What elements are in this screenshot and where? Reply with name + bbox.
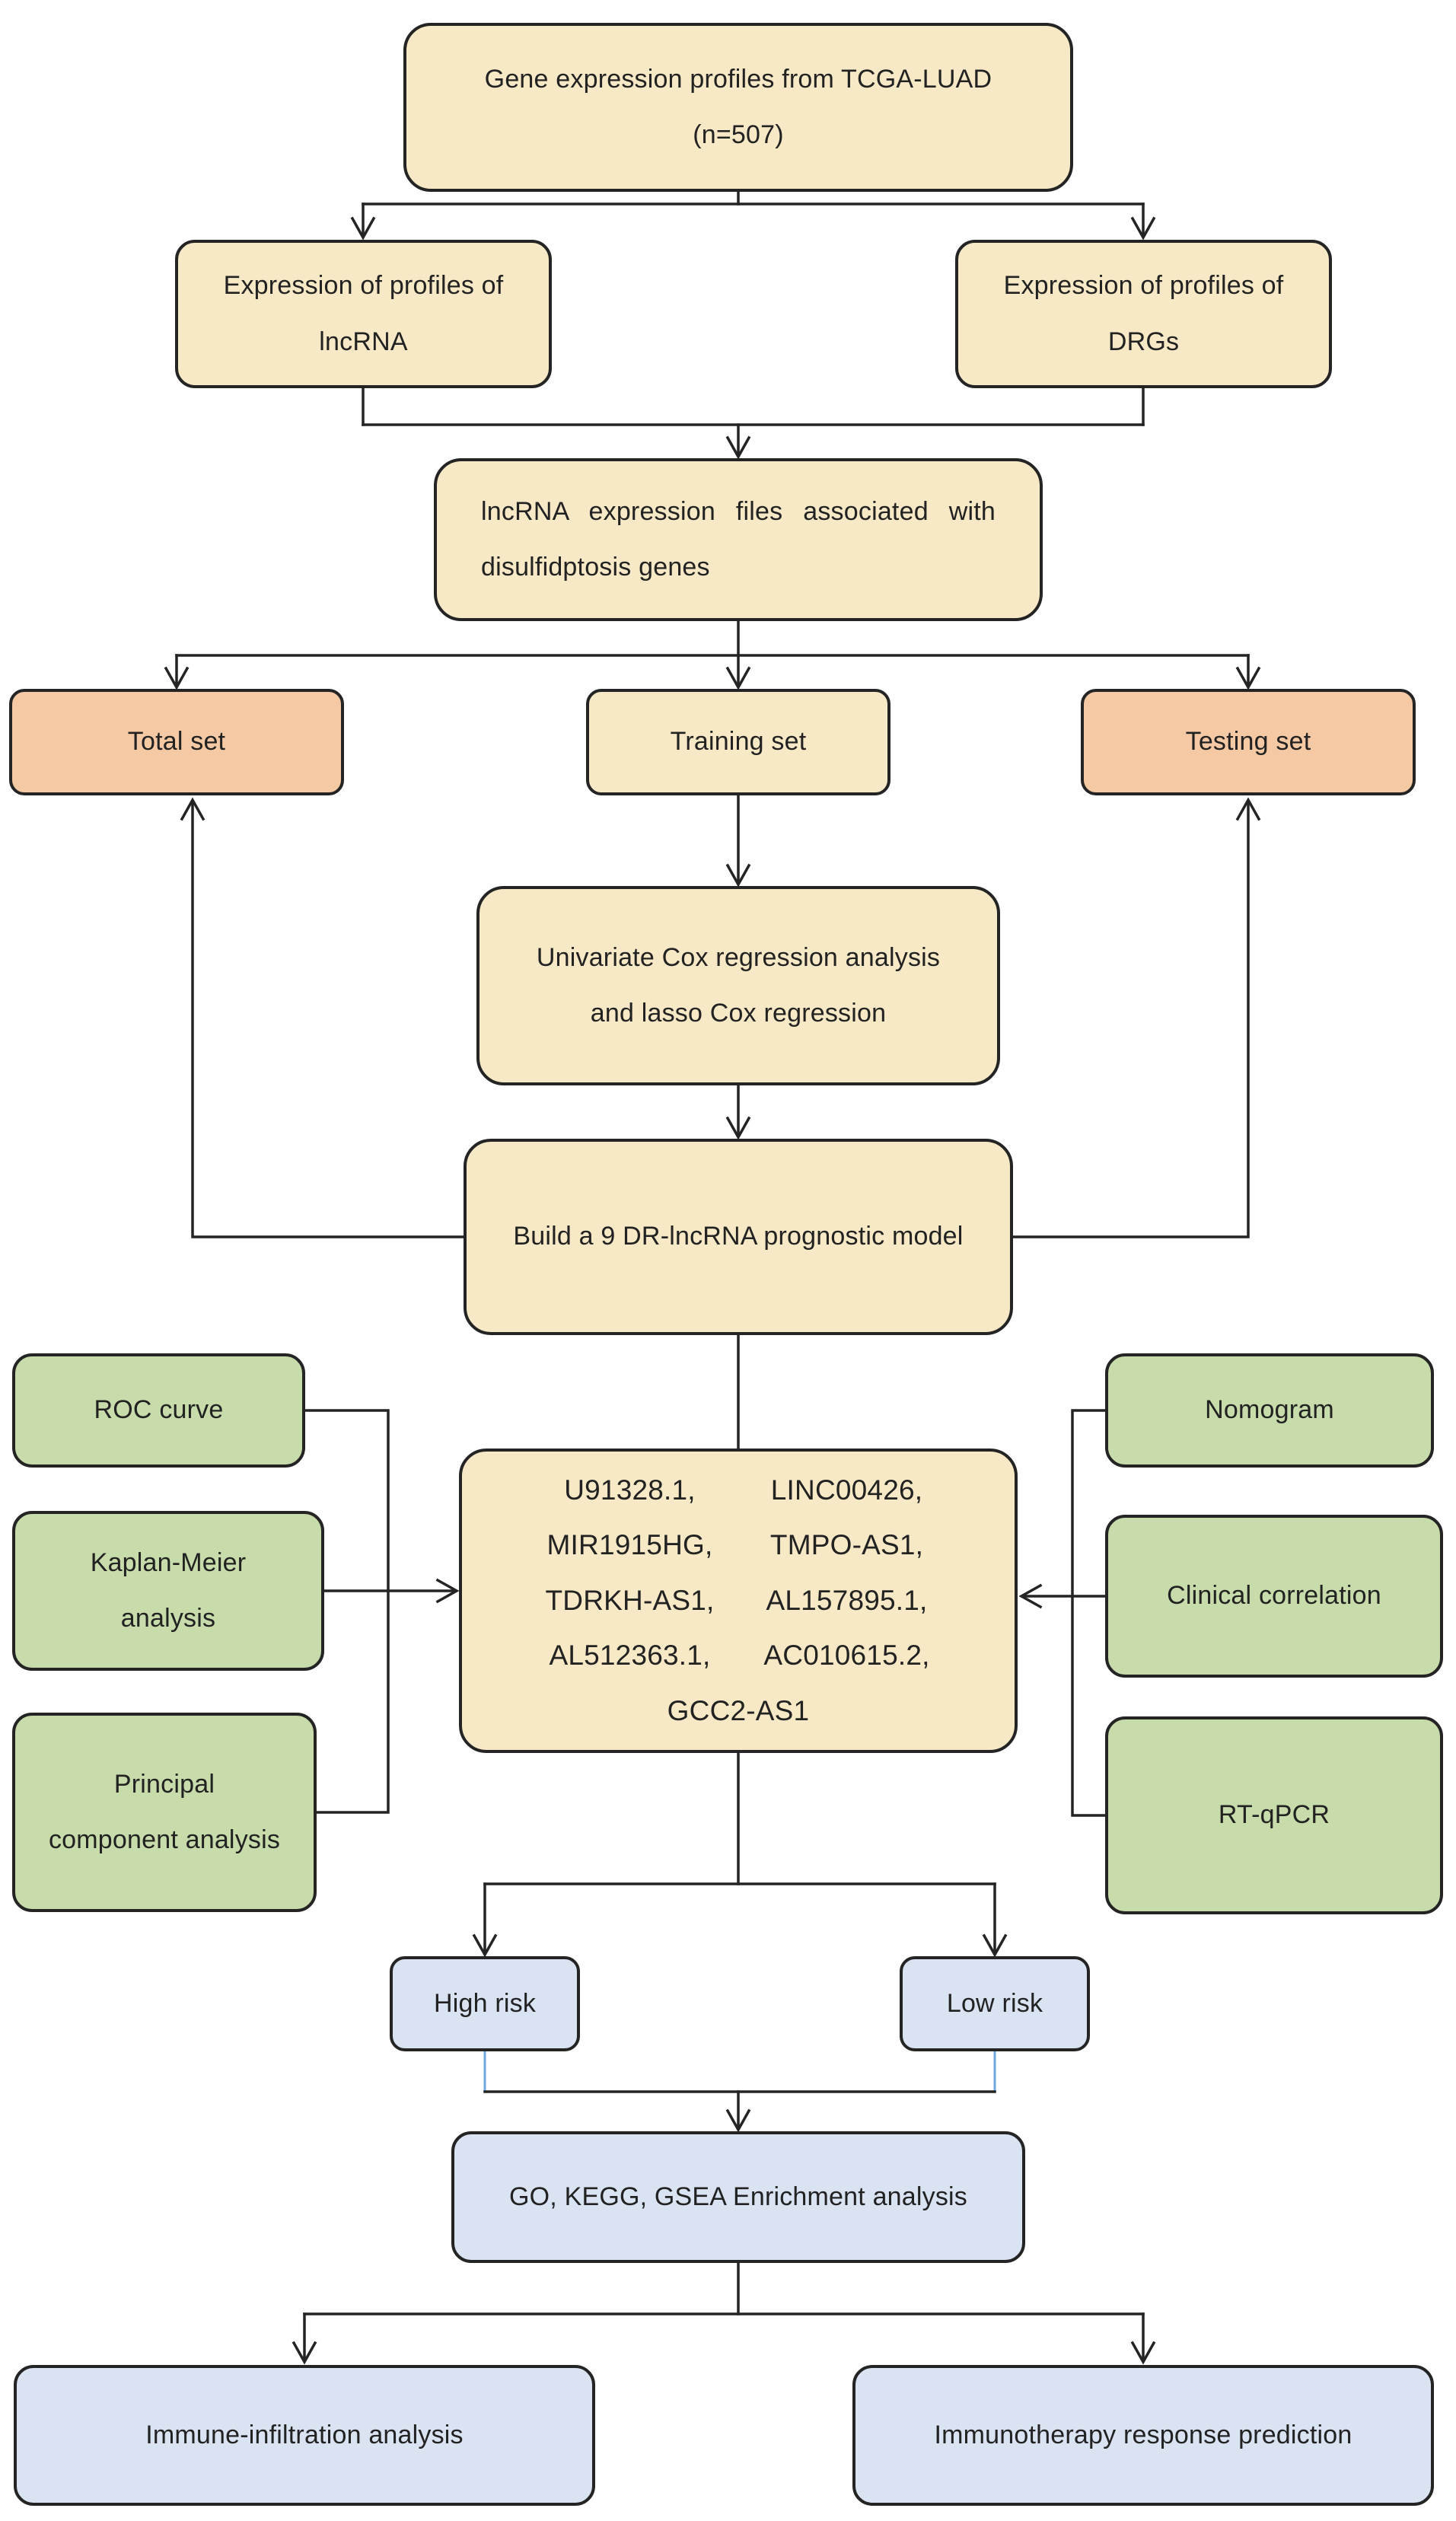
gene-row: TDRKH-AS1, AL157895.1,: [462, 1585, 1015, 1617]
node-lncrna-profiles-line1: Expression of profiles of: [223, 271, 504, 301]
node-clinical-correlation-label: Clinical correlation: [1167, 1581, 1381, 1611]
node-testing-set-label: Testing set: [1185, 727, 1311, 757]
node-build-model-label: Build a 9 DR-lncRNA prognostic model: [513, 1222, 964, 1251]
node-nomogram: Nomogram: [1105, 1353, 1434, 1468]
node-lncrna-profiles: Expression of profiles of lncRNA: [175, 240, 552, 388]
gene-name: TDRKH-AS1,: [545, 1584, 715, 1616]
node-pca-line2: component analysis: [48, 1825, 281, 1854]
node-rt-qpcr: RT-qPCR: [1105, 1716, 1443, 1914]
node-drg-profiles-line2: DRGs: [1107, 327, 1180, 356]
node-lncrna-disulfidptosis-line1: lncRNA expression files associated with: [481, 496, 996, 526]
gene-name: AL157895.1,: [766, 1584, 928, 1616]
node-nomogram-label: Nomogram: [1205, 1395, 1334, 1425]
gene-name: MIR1915HG,: [546, 1529, 713, 1561]
node-lncrna-disulfidptosis: lncRNA expression files associated with …: [434, 458, 1043, 621]
node-tcga-luad-line2: (n=507): [693, 120, 784, 149]
node-low-risk-label: Low risk: [946, 1988, 1043, 2018]
gene-name: GCC2-AS1: [667, 1694, 810, 1726]
node-cox-regression-line2: and lasso Cox regression: [590, 999, 887, 1028]
node-clinical-correlation: Clinical correlation: [1105, 1515, 1443, 1678]
gene-name: LINC00426,: [770, 1474, 923, 1506]
node-immunotherapy-response: Immunotherapy response prediction: [852, 2365, 1434, 2506]
node-total-set-label: Total set: [127, 727, 226, 757]
node-testing-set: Testing set: [1081, 689, 1416, 795]
gene-name: U91328.1,: [564, 1474, 696, 1506]
node-immune-infiltration-label: Immune-infiltration analysis: [145, 2420, 464, 2449]
node-drg-profiles-line1: Expression of profiles of: [1003, 271, 1284, 301]
gene-name: TMPO-AS1,: [769, 1529, 924, 1561]
node-build-model: Build a 9 DR-lncRNA prognostic model: [464, 1139, 1013, 1335]
gene-row: U91328.1, LINC00426,: [462, 1474, 1015, 1507]
node-kaplan-meier-line2: analysis: [120, 1604, 216, 1633]
node-enrichment-analysis-label: GO, KEGG, GSEA Enrichment analysis: [508, 2182, 968, 2211]
node-low-risk: Low risk: [900, 1956, 1090, 2051]
node-roc-curve: ROC curve: [12, 1353, 305, 1468]
node-cox-regression-line1: Univariate Cox regression analysis: [536, 942, 941, 972]
node-rt-qpcr-label: RT-qPCR: [1218, 1800, 1330, 1830]
node-training-set-label: Training set: [670, 727, 807, 757]
node-gene-model: U91328.1, LINC00426, MIR1915HG, TMPO-AS1…: [459, 1449, 1018, 1753]
node-enrichment-analysis: GO, KEGG, GSEA Enrichment analysis: [451, 2131, 1025, 2263]
node-drg-profiles: Expression of profiles of DRGs: [955, 240, 1332, 388]
node-roc-curve-label: ROC curve: [94, 1395, 224, 1425]
node-training-set: Training set: [586, 689, 890, 795]
gene-row: AL512363.1, AC010615.2,: [462, 1640, 1015, 1672]
node-high-risk: High risk: [390, 1956, 580, 2051]
node-high-risk-label: High risk: [433, 1988, 537, 2018]
node-pca-line1: Principal: [113, 1769, 215, 1799]
node-lncrna-disulfidptosis-line2: disulfidptosis genes: [481, 553, 710, 582]
node-kaplan-meier-line1: Kaplan-Meier: [90, 1547, 247, 1577]
node-lncrna-profiles-line2: lncRNA: [319, 327, 408, 356]
gene-row: MIR1915HG, TMPO-AS1,: [462, 1529, 1015, 1562]
node-pca: Principal component analysis: [12, 1713, 317, 1912]
gene-name: AL512363.1,: [549, 1640, 711, 1672]
node-total-set: Total set: [9, 689, 344, 795]
node-tcga-luad: Gene expression profiles from TCGA-LUAD …: [403, 23, 1073, 192]
gene-name: AC010615.2,: [763, 1640, 930, 1672]
node-immunotherapy-response-label: Immunotherapy response prediction: [934, 2420, 1352, 2449]
node-immune-infiltration: Immune-infiltration analysis: [14, 2365, 595, 2506]
node-tcga-luad-line1: Gene expression profiles from TCGA-LUAD: [484, 64, 992, 94]
node-cox-regression: Univariate Cox regression analysis and l…: [476, 886, 1000, 1085]
node-kaplan-meier: Kaplan-Meier analysis: [12, 1511, 324, 1671]
